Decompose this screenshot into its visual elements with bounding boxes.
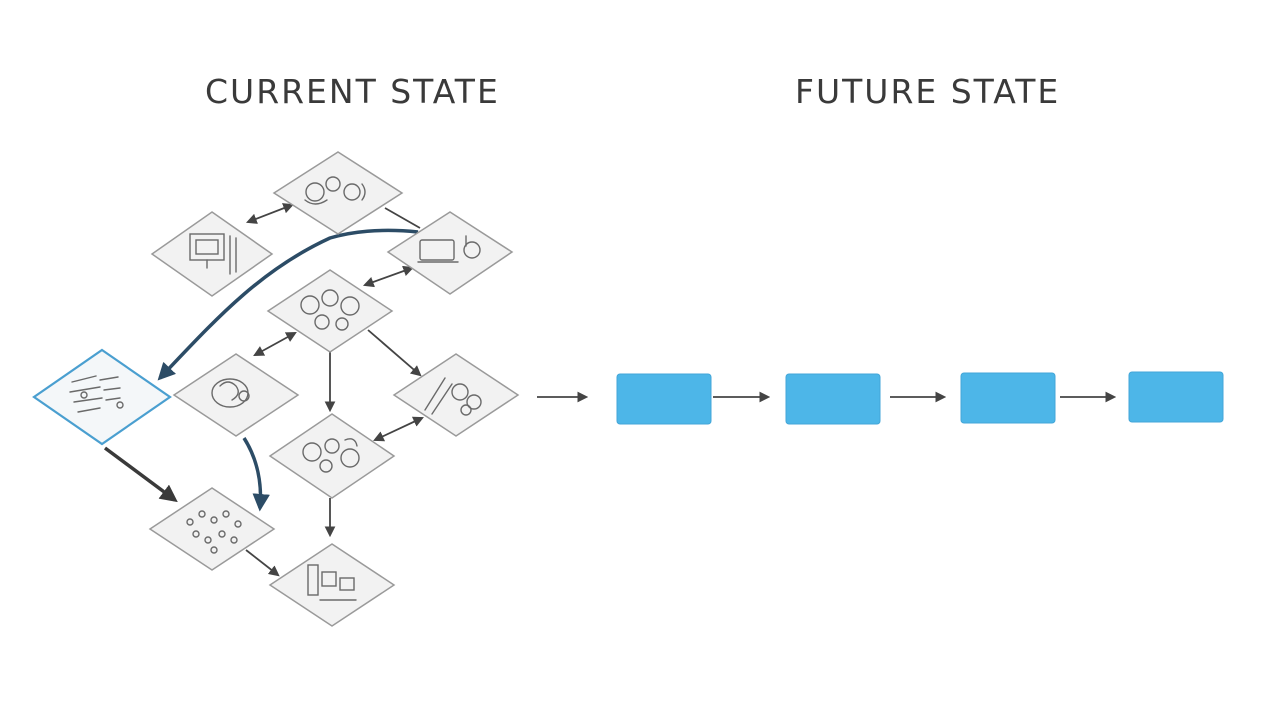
tile-tools (392, 353, 520, 437)
link-monitor-gears (245, 203, 295, 224)
tile-head (172, 353, 300, 437)
tile-boxes (268, 543, 396, 627)
devices-icon (417, 235, 481, 263)
gears-icon (302, 438, 360, 473)
link-head-cluster (253, 331, 297, 357)
tile-devices (386, 211, 514, 295)
gears-icon (304, 176, 366, 205)
tile-document (32, 348, 172, 446)
document-icon (69, 375, 124, 413)
main-flow-line (157, 228, 419, 381)
boxes-icon (307, 564, 357, 601)
future-state-flow (616, 371, 1224, 425)
link-network-boxes (245, 549, 280, 577)
future-step-1 (616, 373, 712, 425)
future-step-4 (1128, 371, 1224, 423)
tile-cluster-mid (266, 269, 394, 353)
link-cluster-devices (362, 265, 415, 288)
future-step-2 (785, 373, 881, 425)
link-cluster-tools (367, 329, 422, 377)
current-state-title: CURRENT STATE (205, 72, 500, 111)
current-state-connectors (103, 203, 424, 577)
monitor-icon (189, 233, 237, 275)
head-icon (211, 378, 250, 408)
link-gears-devices (384, 207, 421, 229)
current-state-tiles (32, 151, 520, 627)
cluster-icon (300, 289, 360, 331)
link-document-network (103, 446, 178, 503)
network-icon (186, 510, 242, 554)
tools-icon (424, 377, 482, 416)
tile-network (148, 487, 276, 571)
link-gearslow-tools (373, 416, 424, 442)
future-step-3 (960, 372, 1056, 424)
tile-gears-low (268, 413, 396, 499)
future-state-title: FUTURE STATE (795, 72, 1061, 111)
tile-monitor (150, 211, 274, 297)
link-head-network (242, 437, 270, 512)
tile-gears-top (272, 151, 404, 235)
